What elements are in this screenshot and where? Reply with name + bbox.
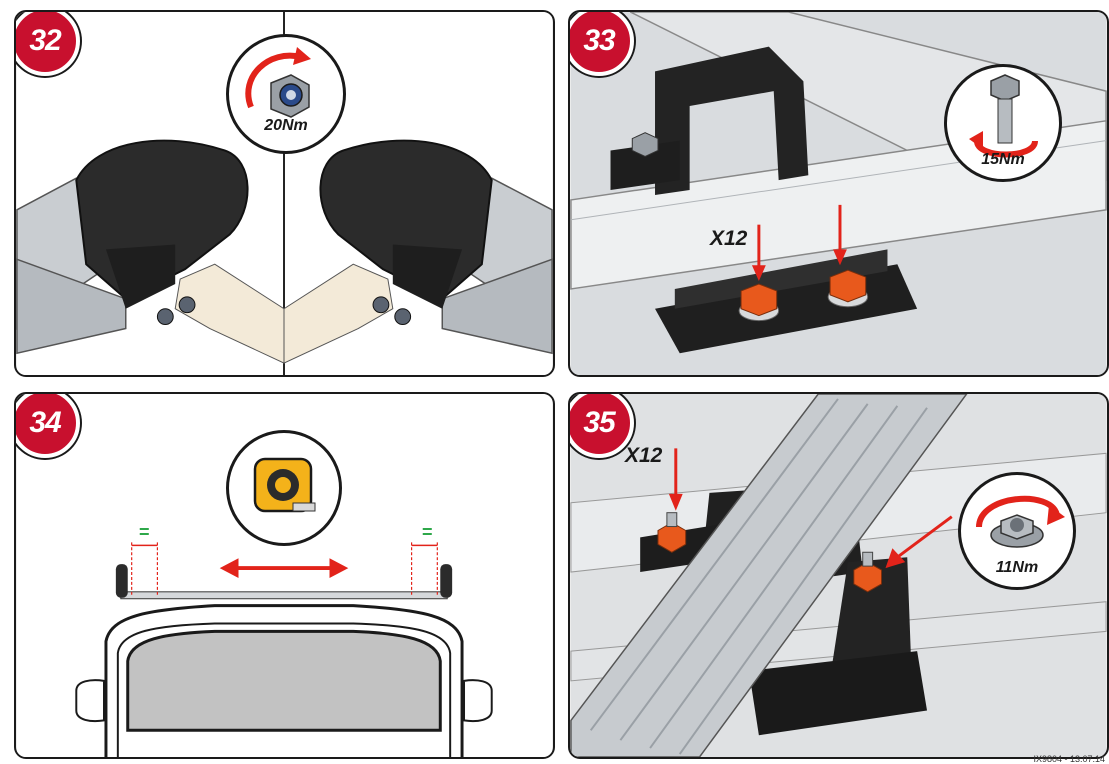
hex-bolt-icon <box>969 74 1038 158</box>
torque-callout: 20Nm <box>226 34 346 154</box>
step-32-panel: 32 20Nm <box>14 10 555 377</box>
torque-callout: 15Nm <box>944 64 1062 182</box>
tape-measure-callout <box>226 430 342 546</box>
quantity-label: X12 <box>625 444 663 467</box>
equal-mark-left: = <box>139 522 150 542</box>
torque-value: 20Nm <box>264 117 308 134</box>
flange-nut-icon <box>976 495 1065 548</box>
lock-nut-icon <box>245 47 311 118</box>
step-number-badge: 33 <box>570 12 634 76</box>
document-code: IX9804 - 13.07.14 <box>1033 754 1105 764</box>
torque-value: 11Nm <box>995 559 1039 576</box>
torque-value: 15Nm <box>981 151 1025 168</box>
tape-measure-icon <box>253 457 316 513</box>
step-number-badge: 34 <box>16 394 80 458</box>
step-33-panel: 33 X12 15Nm <box>568 10 1109 377</box>
quantity-label: X12 <box>710 227 748 250</box>
equal-mark-right: = <box>422 522 433 542</box>
step-number-badge: 32 <box>16 12 80 76</box>
torque-callout: 11Nm <box>958 472 1076 590</box>
step-35-panel: 35 X12 11Nm <box>568 392 1109 759</box>
step-34-panel: 34 = = <box>14 392 555 759</box>
step-number-badge: 35 <box>570 394 634 458</box>
